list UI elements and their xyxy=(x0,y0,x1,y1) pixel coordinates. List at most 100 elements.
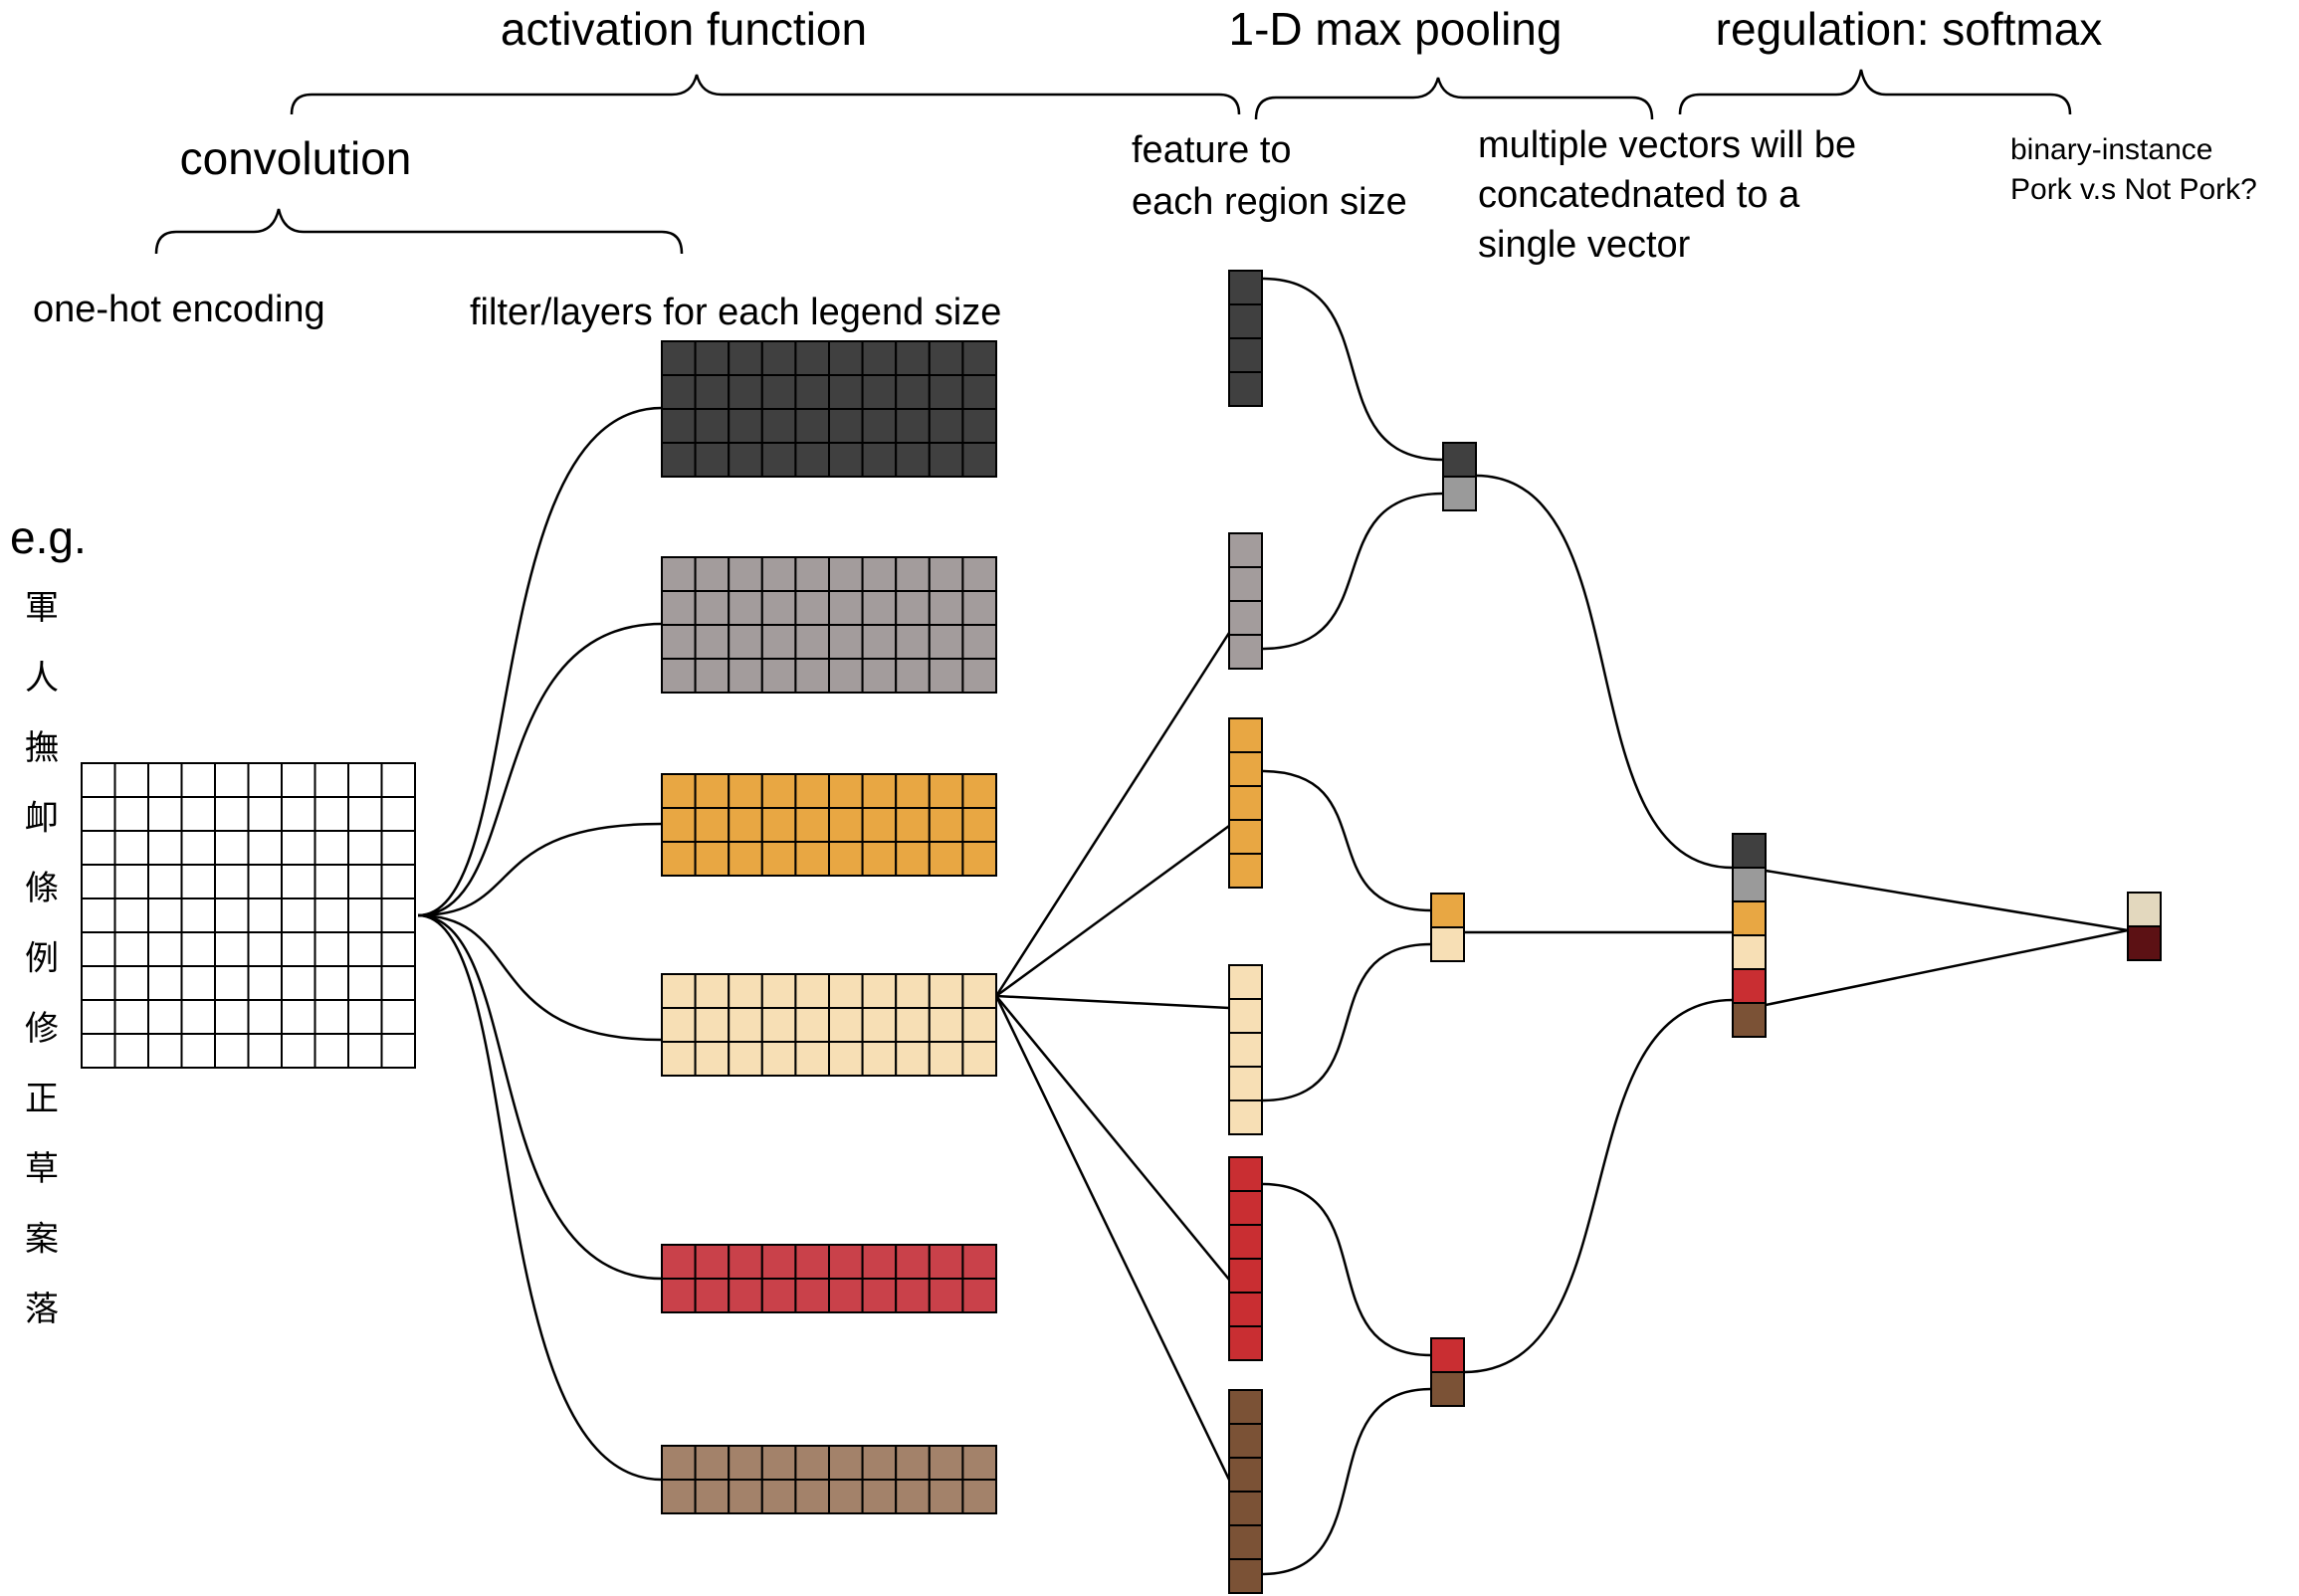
grid-cell xyxy=(1430,893,1465,928)
grid-cell xyxy=(961,807,998,843)
grid-cell xyxy=(147,931,183,967)
grid-cell xyxy=(661,841,697,877)
grid-cell xyxy=(1732,934,1767,970)
grid-cell xyxy=(1442,476,1477,511)
grid-cell xyxy=(895,1278,931,1313)
grid-cell xyxy=(794,556,831,592)
pooled-pair-gray-top xyxy=(1442,442,1477,478)
grid-cell xyxy=(895,590,931,626)
grid-cell xyxy=(1228,600,1263,636)
grid-cell xyxy=(961,590,998,626)
grid-cell xyxy=(1228,1224,1263,1260)
grid-cell xyxy=(760,408,797,444)
grid-cell xyxy=(760,556,797,592)
grid-cell xyxy=(1228,634,1263,670)
grid-cell xyxy=(314,864,349,899)
grid-cell xyxy=(147,762,183,798)
grid-cell xyxy=(895,1445,931,1481)
grid-cell xyxy=(828,1278,864,1313)
connector-feature-to-pool xyxy=(1261,492,1444,651)
grid-cell xyxy=(861,624,898,660)
grid-cell xyxy=(281,1033,316,1069)
grid-cell xyxy=(81,830,116,866)
grid-cell xyxy=(895,408,931,444)
grid-cell xyxy=(895,841,931,877)
grid-cell xyxy=(760,1445,797,1481)
grid-cell xyxy=(1430,1337,1465,1373)
grid-cell xyxy=(1430,926,1465,962)
grid-cell xyxy=(694,1445,731,1481)
grid-cell xyxy=(760,773,797,809)
grid-cell xyxy=(760,442,797,478)
labels: activation function 1-D max pooling regu… xyxy=(10,3,2257,563)
grid-cell xyxy=(1228,1491,1263,1526)
example-character: 卹 xyxy=(25,799,59,839)
grid-cell xyxy=(1228,270,1263,305)
connector-input-to-filter xyxy=(417,913,663,1482)
grid-cell xyxy=(380,796,416,832)
grid-cell xyxy=(81,796,116,832)
grid-cell xyxy=(113,898,149,933)
grid-cell xyxy=(661,773,697,809)
grid-cell xyxy=(928,1479,964,1514)
grid-cell xyxy=(281,796,316,832)
grid-cell xyxy=(728,624,763,660)
blocks xyxy=(81,270,2162,1594)
grid-cell xyxy=(214,898,250,933)
grid-cell xyxy=(895,807,931,843)
grid-cell xyxy=(828,1479,864,1514)
feature-map-brown xyxy=(1228,1389,1263,1594)
grid-cell xyxy=(661,556,697,592)
grid-cell xyxy=(113,931,149,967)
grid-cell xyxy=(281,898,316,933)
grid-cell xyxy=(828,1007,864,1043)
example-character: 案 xyxy=(25,1220,59,1260)
connector-pool-to-concat xyxy=(1463,998,1734,1374)
grid-cell xyxy=(861,442,898,478)
grid-cell xyxy=(828,556,864,592)
grid-cell xyxy=(81,762,116,798)
grid-cell xyxy=(928,1278,964,1313)
grid-cell xyxy=(1228,998,1263,1034)
connector-filter-to-feature xyxy=(994,632,1231,997)
grid-cell xyxy=(794,1445,831,1481)
example-label: e.g. xyxy=(10,511,87,563)
grid-cell xyxy=(961,556,998,592)
concatenated-vector-cell xyxy=(1732,833,1767,869)
grid-cell xyxy=(728,773,763,809)
grid-cell xyxy=(928,807,964,843)
grid-cell xyxy=(113,830,149,866)
grid-cell xyxy=(314,796,349,832)
grid-cell xyxy=(113,762,149,798)
grid-cell xyxy=(180,999,216,1035)
pooled-pair-orange-bottom xyxy=(1430,926,1465,962)
grid-cell xyxy=(347,999,383,1035)
grid-cell xyxy=(828,1445,864,1481)
grid-cell xyxy=(794,773,831,809)
grid-cell xyxy=(760,1041,797,1077)
grid-cell xyxy=(794,442,831,478)
grid-cell xyxy=(828,624,864,660)
grid-cell xyxy=(1228,532,1263,568)
pooled-pair-orange-top xyxy=(1430,893,1465,928)
grid-cell xyxy=(1228,1190,1263,1226)
grid-cell xyxy=(728,590,763,626)
pooled-pair-red-top xyxy=(1430,1337,1465,1373)
grid-cell xyxy=(694,408,731,444)
grid-cell xyxy=(347,1033,383,1069)
grid-cell xyxy=(728,807,763,843)
grid-cell xyxy=(1228,717,1263,753)
grid-cell xyxy=(828,442,864,478)
softmax-output-bottom xyxy=(2127,925,2162,961)
grid-cell xyxy=(728,374,763,410)
grid-cell xyxy=(1228,1099,1263,1135)
grid-cell xyxy=(1732,867,1767,902)
grid-cell xyxy=(895,1007,931,1043)
grid-cell xyxy=(928,340,964,376)
connector-feature-to-pool xyxy=(1261,942,1432,1102)
grid-cell xyxy=(1732,1002,1767,1038)
grid-cell xyxy=(281,965,316,1001)
connector-filter-to-feature xyxy=(995,994,1230,1010)
grid-cell xyxy=(794,624,831,660)
